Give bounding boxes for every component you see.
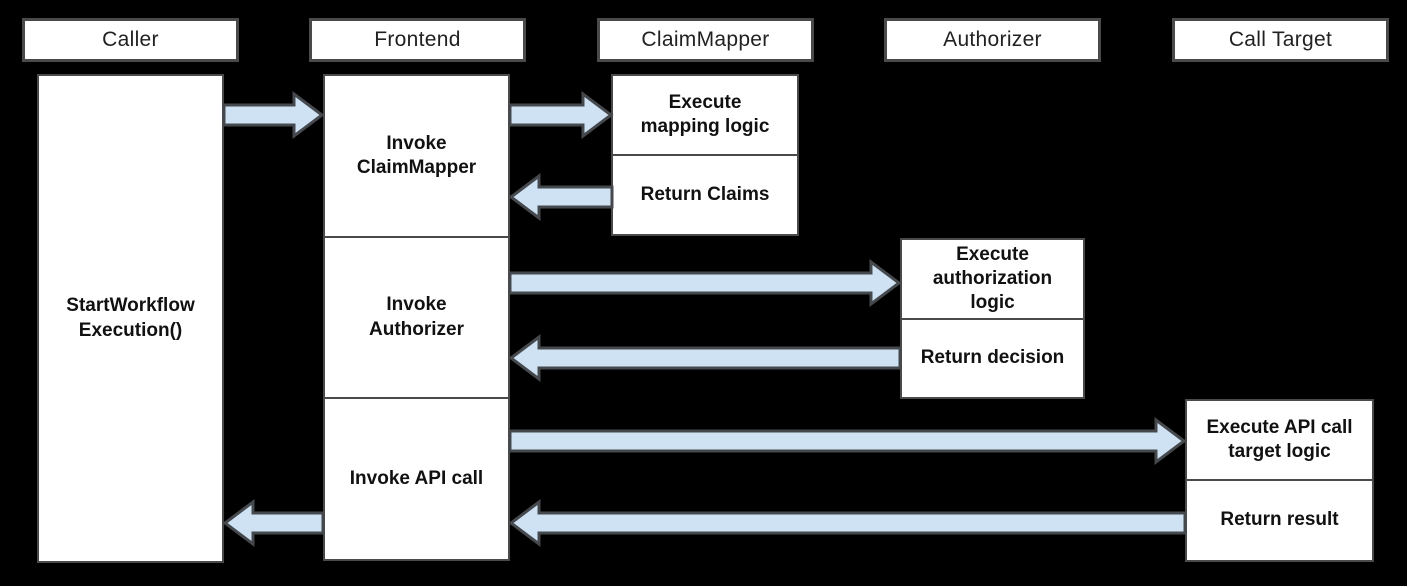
claimmapper-step-execute-mapping-logic: Execute mapping logic	[640, 91, 770, 137]
lane-header-claimmapper-label: ClaimMapper	[641, 28, 770, 51]
frontend-activity-stack: Invoke ClaimMapper Invoke Authorizer Inv…	[323, 74, 510, 561]
lane-header-claimmapper: ClaimMapper	[597, 18, 814, 62]
lane-header-authorizer-label: Authorizer	[943, 28, 1042, 51]
arrow-frontend-return-to-caller-icon	[222, 499, 325, 547]
arrow-authorizer-return-to-frontend-icon	[508, 334, 902, 382]
claimmapper-step-return-claims: Return Claims	[613, 154, 797, 234]
arrow-calltarget-return-to-frontend-icon	[508, 499, 1187, 547]
frontend-step-invoke-api-call: Invoke API call	[325, 397, 508, 559]
authorizer-step-execute-authorization-logic: Execute authorization logic	[932, 243, 1053, 314]
claimmapper-activity-stack: Execute mapping logic Return Claims	[611, 74, 799, 236]
lane-header-frontend: Frontend	[309, 18, 526, 62]
lane-header-authorizer: Authorizer	[884, 18, 1101, 62]
calltarget-step-execute-api-call-target-logic: Execute API call target logic	[1206, 416, 1353, 462]
arrow-frontend-to-claimmapper-icon	[508, 91, 614, 139]
frontend-step-invoke-authorizer: Invoke Authorizer	[325, 236, 508, 397]
lane-header-calltarget: Call Target	[1172, 18, 1389, 62]
arrow-frontend-to-authorizer-icon	[508, 259, 902, 307]
arrow-claimmapper-return-to-frontend-icon	[508, 173, 614, 221]
lane-header-frontend-label: Frontend	[374, 28, 461, 51]
lane-header-caller-label: Caller	[102, 28, 159, 51]
lane-header-caller: Caller	[22, 18, 239, 62]
authorizer-activity-stack: Execute authorization logic Return decis…	[900, 238, 1085, 399]
arrow-caller-to-frontend-icon	[222, 91, 325, 139]
caller-activity-box: StartWorkflow Execution()	[37, 74, 224, 563]
caller-activity-label: StartWorkflow Execution()	[66, 295, 195, 341]
authorizer-step-return-decision: Return decision	[902, 318, 1083, 397]
calltarget-activity-stack: Execute API call target logic Return res…	[1185, 399, 1374, 562]
lane-header-calltarget-label: Call Target	[1228, 28, 1333, 51]
arrow-frontend-to-calltarget-icon	[508, 417, 1187, 465]
calltarget-step-return-result: Return result	[1187, 479, 1372, 560]
frontend-step-invoke-claimmapper: Invoke ClaimMapper	[356, 132, 477, 178]
